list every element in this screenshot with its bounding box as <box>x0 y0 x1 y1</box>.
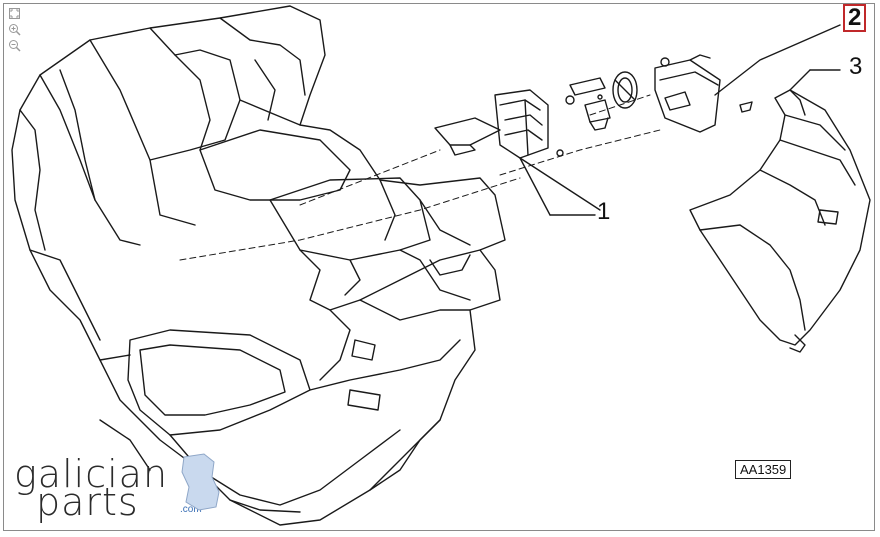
blower-resistor <box>654 24 841 133</box>
heater-housing <box>11 5 506 526</box>
blower-cover <box>689 69 871 353</box>
fit-icon[interactable] <box>8 7 21 20</box>
reference-code: AA1359 <box>735 460 792 479</box>
callout-1[interactable]: 1 <box>597 198 611 225</box>
callout-2[interactable]: 2 <box>843 4 867 32</box>
logo-map-icon <box>181 453 220 511</box>
leader-line-1b <box>519 157 551 216</box>
logo-line-1: galician <box>14 452 169 496</box>
logo: galician parts .com <box>14 452 234 524</box>
zoom-in-icon[interactable] <box>8 23 21 36</box>
switch-parts <box>565 71 638 131</box>
logo-suffix: .com <box>180 504 202 515</box>
zoom-out-icon[interactable] <box>8 39 21 52</box>
assembly-lines <box>179 94 661 261</box>
zoom-toolbar <box>8 7 24 52</box>
resistor-connector <box>434 89 601 211</box>
logo-line-2: parts <box>36 480 139 524</box>
diagram-frame <box>3 3 875 531</box>
callout-3[interactable]: 3 <box>849 53 863 80</box>
